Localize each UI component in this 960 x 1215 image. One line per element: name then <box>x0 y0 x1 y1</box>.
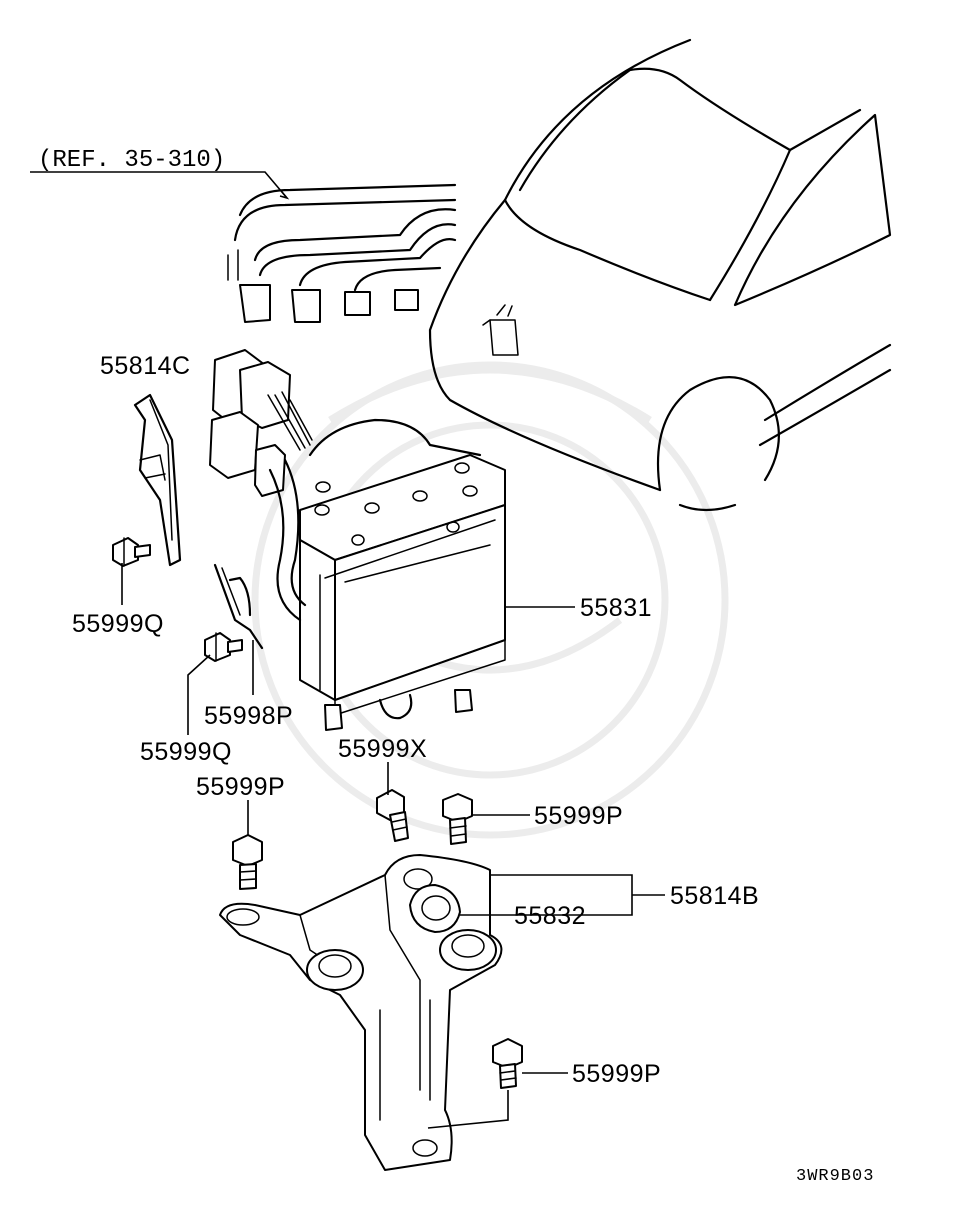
label-55814b: 55814B <box>670 882 759 910</box>
label-55999q-top: 55999Q <box>72 610 164 638</box>
part-55998p-clip <box>213 563 264 650</box>
label-55999p-left: 55999P <box>196 773 285 801</box>
label-55999x: 55999X <box>338 735 427 763</box>
part-labels: (REF. 35-310) 55814C 55999Q 55998P 55999… <box>38 147 874 1186</box>
part-55999q-bolt-top <box>112 537 151 567</box>
port-holes <box>314 462 478 546</box>
watermark-emblem <box>251 361 729 839</box>
part-55814b-bracket <box>219 854 503 1171</box>
part-55999p-bolt-right <box>442 793 473 845</box>
part-55999p-bolt-bottom <box>492 1038 523 1089</box>
part-55999p-bolt-left <box>232 834 263 890</box>
part-55831-abs-unit <box>209 349 506 731</box>
label-55999p-bottom: 55999P <box>572 1060 661 1088</box>
harness-connectors <box>209 349 313 622</box>
part-55832-bushing <box>409 884 461 933</box>
label-55814c: 55814C <box>100 352 191 380</box>
mount-bolts-bottom <box>324 689 473 731</box>
part-55814c-bracket <box>133 393 182 567</box>
label-55999q-bottom: 55999Q <box>140 738 232 766</box>
part-55999x-bolt <box>376 789 409 842</box>
brake-pipes <box>227 183 457 323</box>
label-55999p-right: 55999P <box>534 802 623 830</box>
label-55998p: 55998P <box>204 702 293 730</box>
label-55832: 55832 <box>514 902 586 930</box>
part-55999q-bolt-bottom <box>204 632 243 662</box>
bushing-mounts <box>306 929 497 991</box>
leader-lines <box>30 171 665 1129</box>
label-55831: 55831 <box>580 594 652 622</box>
drawing-code: 3WR9B03 <box>796 1167 874 1186</box>
reference-label: (REF. 35-310) <box>38 147 225 174</box>
vehicle-outline <box>428 38 892 512</box>
